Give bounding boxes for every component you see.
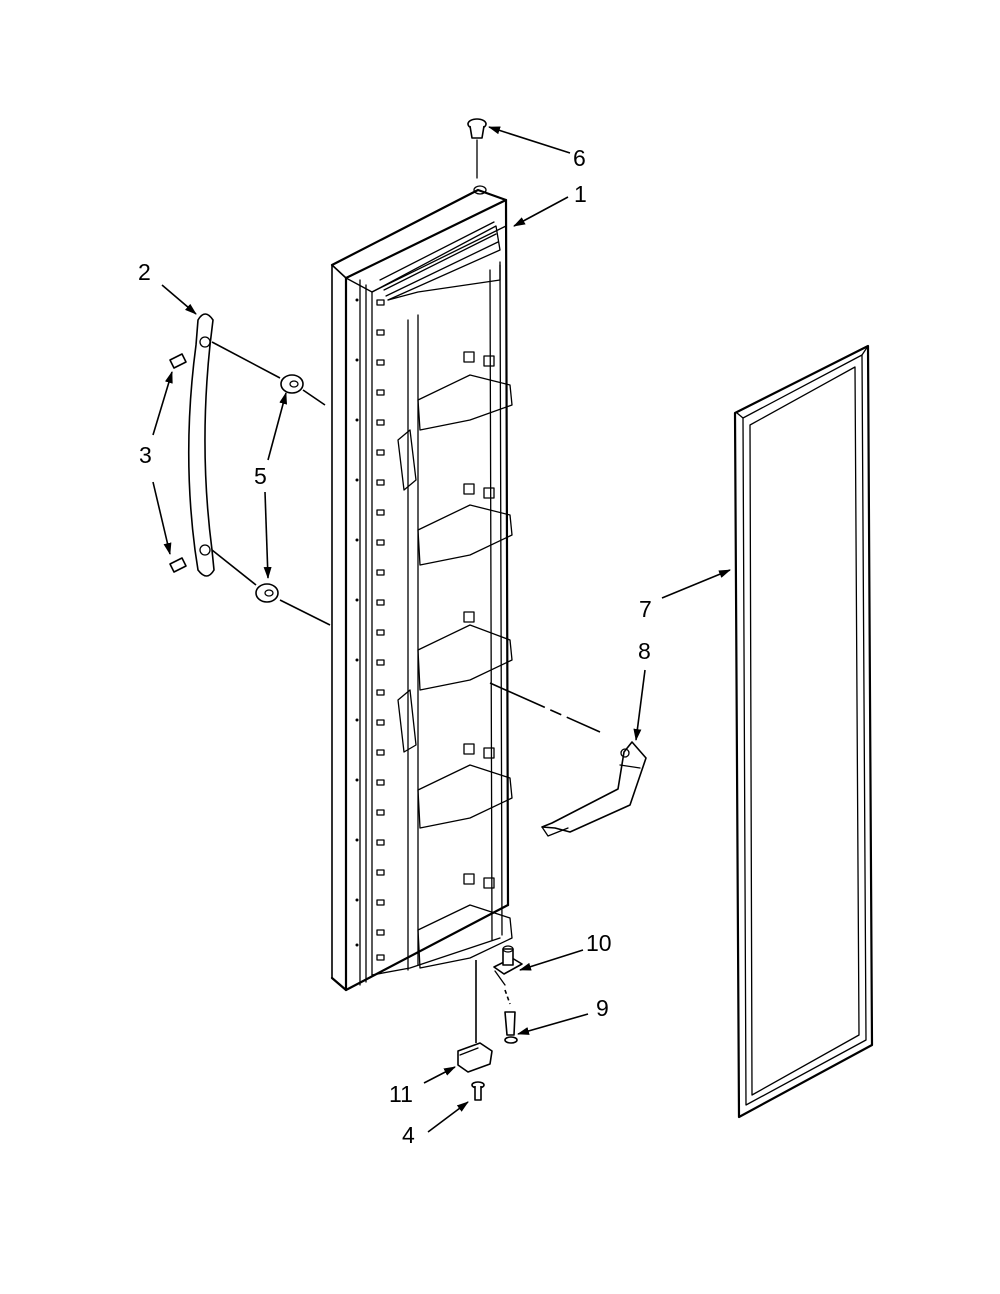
part-3-handle-screws xyxy=(169,353,187,573)
part-6-hinge-pin xyxy=(467,118,487,195)
callout-1: 1 xyxy=(574,181,587,207)
callout-4: 4 xyxy=(402,1122,415,1148)
callout-8: 8 xyxy=(638,638,651,664)
callout-11: 11 xyxy=(389,1081,413,1107)
part-7-gasket xyxy=(733,344,874,1119)
part-4-cam-screw xyxy=(471,1081,485,1101)
callout-6: 6 xyxy=(573,145,586,171)
part-10-lower-hinge xyxy=(493,945,523,986)
part-9-hinge-screw xyxy=(504,1011,518,1044)
callout-9: 9 xyxy=(596,995,609,1021)
part-5-handle-spacers xyxy=(255,374,304,603)
callout-leaders xyxy=(152,126,731,1133)
part-11-cam xyxy=(457,1042,493,1073)
door-edge-dots xyxy=(355,298,359,947)
door-shelf-ribs xyxy=(387,261,513,969)
part-8-door-bin xyxy=(541,741,647,837)
callout-2: 2 xyxy=(138,259,151,285)
part-1-door xyxy=(330,188,513,992)
part-2-handle xyxy=(187,313,215,577)
callout-7: 7 xyxy=(639,596,652,622)
door-rail-holes xyxy=(376,299,385,961)
callout-10: 10 xyxy=(586,930,612,956)
callout-5: 5 xyxy=(254,463,267,489)
callout-3: 3 xyxy=(139,442,152,468)
